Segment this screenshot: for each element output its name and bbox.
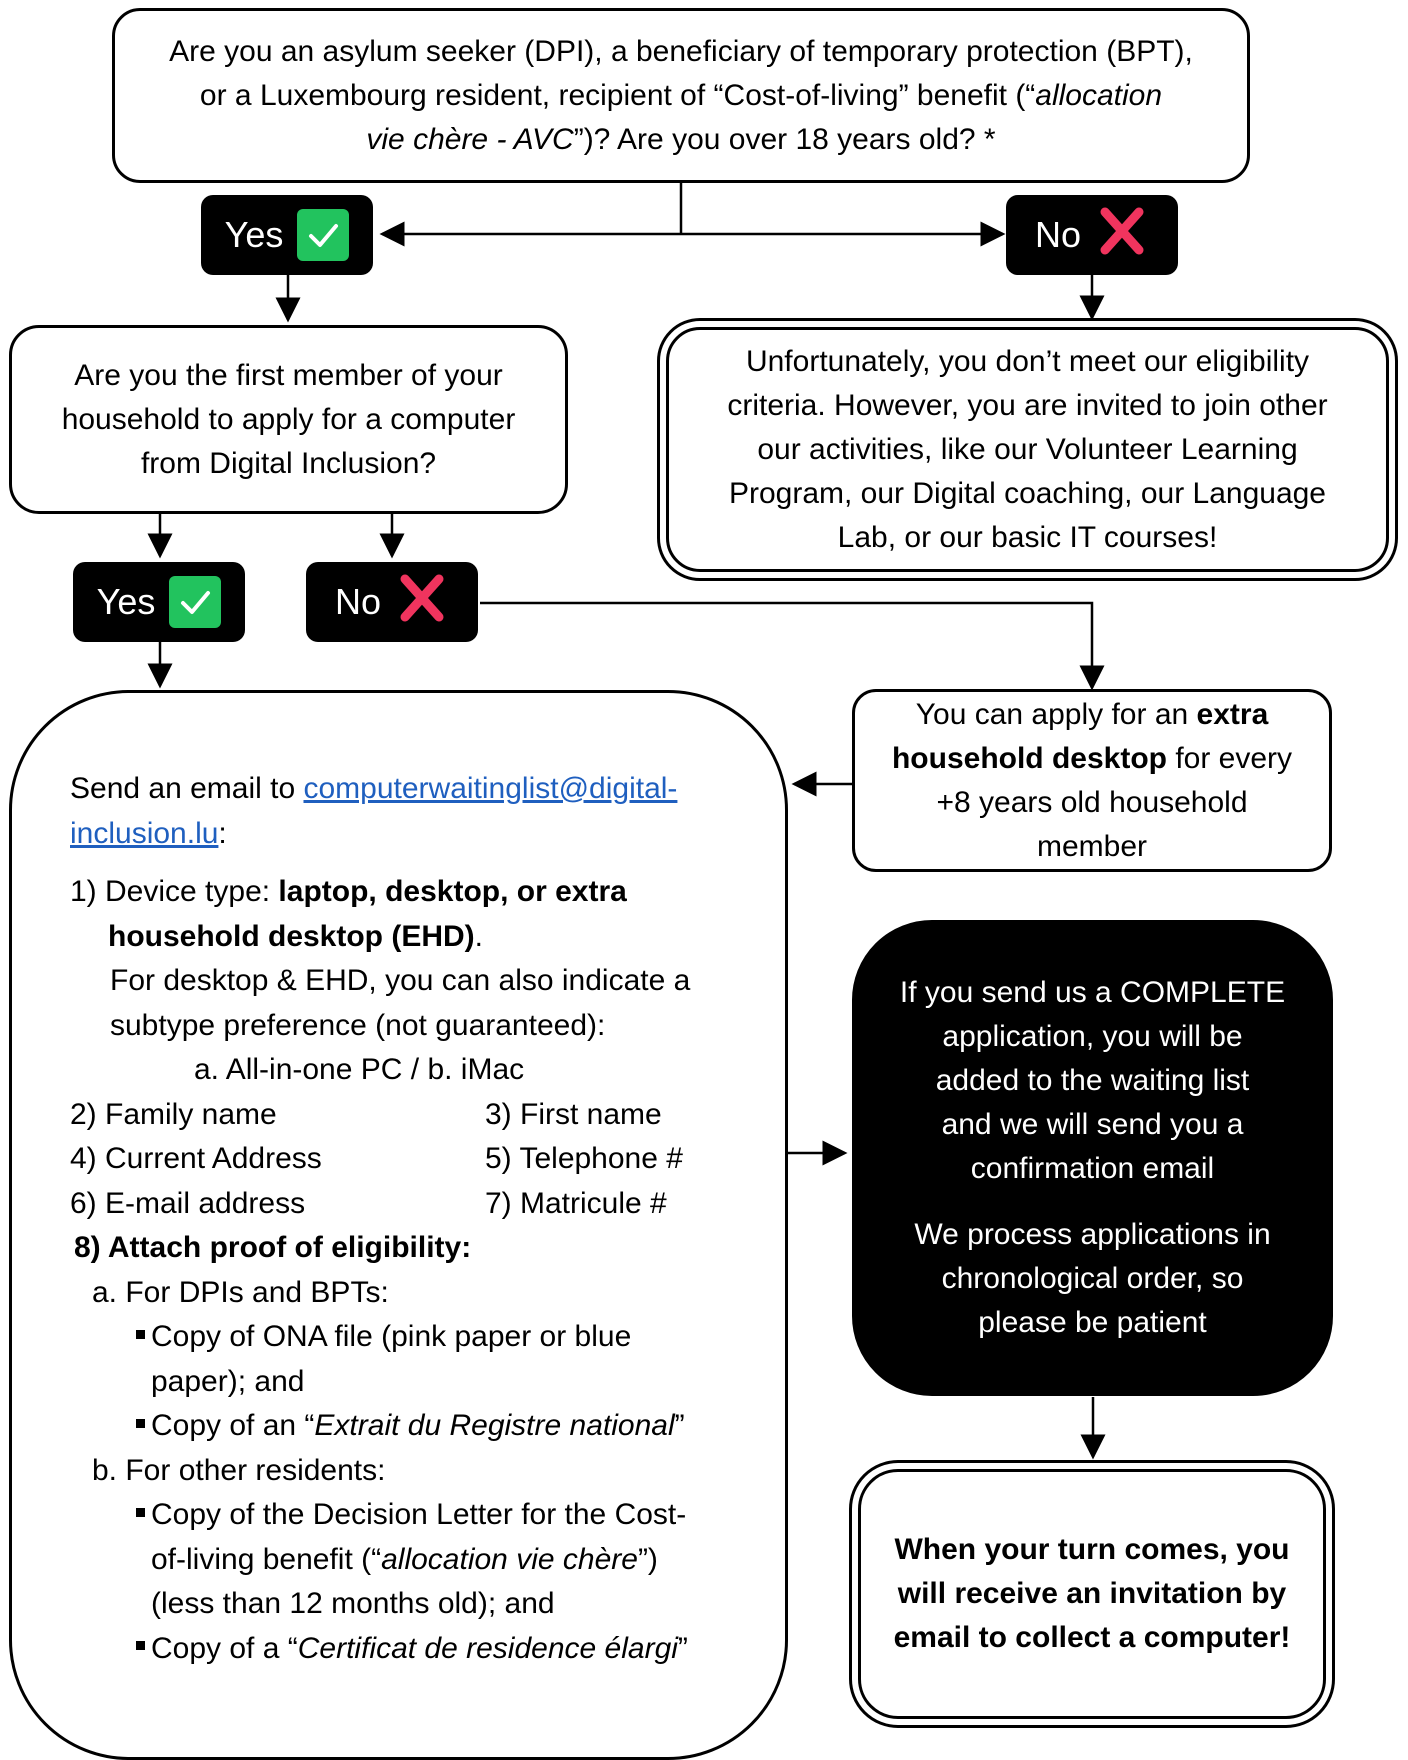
extra-line2: household desktop for every xyxy=(891,741,1293,775)
final-line3: email to collect a computer! xyxy=(893,1621,1291,1654)
q2-line1: Are you the first member of your xyxy=(74,358,503,392)
ineligible-line5: Lab, or our basic IT courses! xyxy=(837,520,1218,554)
first-household-member-question-box: Are you the first member of your househo… xyxy=(9,325,568,514)
email-intro: Send an email to computerwaitinglist@dig… xyxy=(70,772,678,850)
no-label: No xyxy=(1034,214,1082,255)
extra-line4: member xyxy=(1036,829,1148,863)
complete-application-box: If you send us a COMPLETE application, y… xyxy=(852,920,1333,1396)
q1-line2: or a Luxembourg resident, recipient of “… xyxy=(199,78,1163,112)
item-device-subtype: For desktop & EHD, you can also indicate… xyxy=(110,964,691,1042)
checkmark-icon xyxy=(297,209,350,261)
ineligible-line3: our activities, like our Volunteer Learn… xyxy=(757,432,1298,466)
final-line2: will receive an invitation by xyxy=(897,1577,1287,1610)
yes-answer-1: Yes xyxy=(201,195,373,275)
final-line1: When your turn comes, you xyxy=(894,1533,1290,1566)
proof-a-heading: a. For DPIs and BPTs: xyxy=(92,1275,389,1309)
q1-line3: vie chère - AVC”)? Are you over 18 years… xyxy=(366,122,996,156)
bullet-icon xyxy=(136,1418,145,1428)
q2-line3: from Digital Inclusion? xyxy=(140,446,437,480)
yes-answer-2: Yes xyxy=(73,562,245,642)
item-device-type: 1) Device type: laptop, desktop, or extr… xyxy=(70,875,627,953)
email-instructions-box: Send an email to computerwaitinglist@dig… xyxy=(9,690,788,1760)
complete-line4: and we will send you a xyxy=(941,1108,1244,1141)
proof-a-bullet2: Copy of an “Extrait du Registre national… xyxy=(70,1404,770,1449)
item-proof-heading: 8) Attach proof of eligibility: xyxy=(74,1231,472,1264)
no-answer-2: No xyxy=(306,562,478,642)
no-label: No xyxy=(334,581,382,622)
complete-line8: please be patient xyxy=(978,1306,1207,1339)
bullet-icon xyxy=(136,1329,145,1339)
email-link-cont[interactable]: inclusion.lu xyxy=(70,816,219,850)
email-link[interactable]: computerwaitinglist@digital- xyxy=(303,772,678,805)
extra-line1: You can apply for an extra xyxy=(915,697,1269,731)
yes-label: Yes xyxy=(96,581,156,622)
complete-line6: We process applications in xyxy=(914,1218,1271,1251)
bullet-icon xyxy=(136,1641,145,1651)
q1-line1: Are you an asylum seeker (DPI), a benefi… xyxy=(169,34,1193,68)
cross-icon xyxy=(395,571,449,634)
ineligible-box: Unfortunately, you don’t meet our eligib… xyxy=(657,318,1398,581)
ineligible-line1: Unfortunately, you don’t meet our eligib… xyxy=(745,344,1310,378)
extra-line3: +8 years old household xyxy=(936,785,1248,819)
arrow-no2-extra xyxy=(480,601,1105,691)
item-subtype-options: a. All-in-one PC / b. iMac xyxy=(194,1053,525,1086)
complete-line2: application, you will be xyxy=(942,1020,1243,1053)
bullet-icon xyxy=(136,1507,145,1517)
proof-a-bullet1: Copy of ONA file (pink paper or blue pap… xyxy=(70,1315,770,1404)
cross-icon xyxy=(1095,204,1149,267)
extra-household-desktop-box: You can apply for an extra household des… xyxy=(852,689,1332,872)
ineligible-line4: Program, our Digital coaching, our Langu… xyxy=(728,476,1326,510)
eligibility-question-box: Are you an asylum seeker (DPI), a benefi… xyxy=(112,8,1250,183)
proof-b-bullet2: Copy of a “Certificat de residence élarg… xyxy=(70,1627,770,1672)
proof-b-heading: b. For other residents: xyxy=(92,1453,386,1487)
complete-line7: chronological order, so xyxy=(941,1262,1244,1295)
checkmark-icon xyxy=(169,576,222,628)
ineligible-line2: criteria. However, you are invited to jo… xyxy=(727,388,1328,422)
q2-line2: household to apply for a computer xyxy=(61,402,516,436)
complete-line3: added to the waiting list xyxy=(935,1064,1250,1097)
proof-b-bullet1: Copy of the Decision Letter for the Cost… xyxy=(70,1493,770,1627)
complete-line1: If you send us a COMPLETE xyxy=(899,976,1286,1009)
yes-label: Yes xyxy=(224,214,284,255)
complete-line5: confirmation email xyxy=(970,1152,1215,1185)
final-invitation-box: When your turn comes, you will receive a… xyxy=(849,1460,1335,1728)
no-answer-1: No xyxy=(1006,195,1178,275)
